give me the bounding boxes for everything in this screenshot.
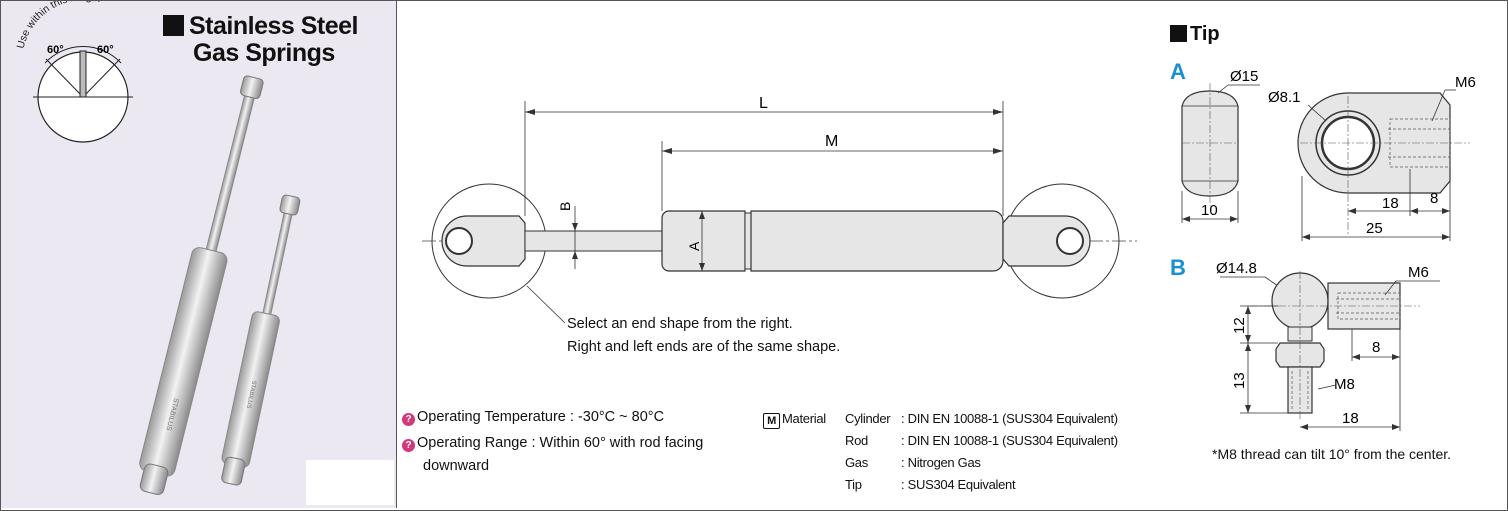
tip-a-dia-15: Ø15 — [1230, 68, 1258, 85]
tip-a-width-8: 8 — [1430, 190, 1438, 207]
dim-M-label: M — [825, 133, 838, 150]
tip-a-width-25: 25 — [1366, 220, 1383, 237]
dimension-drawing-panel: L M B A Select an — [397, 1, 1159, 508]
note-icon: ? — [402, 439, 415, 452]
material-label-text: Material — [782, 411, 826, 426]
dim-L-label: L — [759, 95, 768, 112]
tip-b-height-13: 13 — [1231, 372, 1248, 389]
operating-temperature-text: Operating Temperature : -30°C ~ 80°C — [417, 409, 665, 425]
tip-a-width-10: 10 — [1201, 202, 1218, 219]
material-row-tip-part: Tip — [845, 477, 862, 492]
tip-title: Tip — [1170, 23, 1220, 46]
tip-b-thread-m6: M6 — [1408, 264, 1429, 281]
tip-title-square-marker — [1170, 25, 1187, 42]
end-shape-note-1: Select an end shape from the right. — [567, 316, 793, 332]
tip-type-a-letter: A — [1170, 59, 1186, 84]
tip-drawings: Ø15 10 Ø8.1 M6 — [1181, 68, 1476, 431]
angle-range-diagram: Use within this range. 60° 60° STABILUS … — [15, 1, 301, 495]
tip-a-width-18: 18 — [1382, 195, 1399, 212]
material-row-rod-part: Rod — [845, 433, 868, 448]
operating-range-text: Operating Range : Within 60° with rod fa… — [417, 435, 704, 451]
tip-title-text: Tip — [1190, 23, 1220, 45]
product-title: Stainless Steel Gas Springs — [163, 13, 358, 67]
cylinder-label-small: STABILUS — [245, 380, 257, 409]
angle-note-text: Use within this range. — [15, 1, 103, 50]
dim-A-label: A — [686, 241, 702, 251]
material-row-cylinder-part: Cylinder — [845, 411, 891, 426]
note-icon: ? — [402, 413, 415, 426]
tip-a-front-view: Ø8.1 M6 18 8 25 — [1268, 74, 1476, 241]
title-square-marker — [163, 15, 184, 36]
tip-panel: Tip A B Ø15 10 — [1160, 1, 1506, 508]
gas-spring-large-image: STABILUS — [139, 75, 264, 495]
product-image-panel: Use within this range. 60° 60° STABILUS … — [1, 1, 397, 508]
operating-range-continued: downward — [423, 458, 490, 474]
angle-right-label: 60° — [97, 44, 114, 56]
title-line-1: Stainless Steel — [189, 12, 358, 40]
material-row-gas-part: Gas — [845, 455, 868, 470]
material-icon: M — [763, 413, 780, 429]
dim-B-label: B — [557, 202, 573, 211]
material-row-cylinder-value: : DIN EN 10088-1 (SUS304 Equivalent) — [901, 411, 1118, 426]
tip-b-height-12: 12 — [1231, 317, 1248, 334]
operating-range: ?Operating Range : Within 60° with rod f… — [402, 433, 703, 454]
tip-b-thread-m8: M8 — [1334, 376, 1355, 393]
material-row-tip-value: : SUS304 Equivalent — [901, 477, 1016, 492]
angle-left-label: 60° — [47, 44, 64, 56]
operating-temperature: ?Operating Temperature : -30°C ~ 80°C — [402, 407, 664, 428]
tip-b-width-18: 18 — [1342, 410, 1359, 427]
tip-a-thread-m6: M6 — [1455, 74, 1476, 91]
tip-footnote: *M8 thread can tilt 10° from the center. — [1212, 446, 1452, 462]
blank-area — [306, 460, 394, 505]
tip-type-b-letter: B — [1170, 255, 1186, 280]
title-line-2: Gas Springs — [193, 39, 335, 67]
gas-spring-drawing: L M B A — [422, 95, 1137, 324]
gas-spring-small-image: STABILUS — [221, 194, 301, 486]
tip-b-width-8: 8 — [1372, 339, 1380, 356]
tip-b-dia-14-8: Ø14.8 — [1216, 260, 1257, 277]
tip-a-dia-8-1: Ø8.1 — [1268, 89, 1301, 106]
material-row-gas-value: : Nitrogen Gas — [901, 455, 981, 470]
end-shape-note-2: Right and left ends are of the same shap… — [567, 339, 841, 355]
svg-text:Use within this range.: Use within this range. — [15, 1, 103, 50]
tip-a-side-view: Ø15 10 — [1181, 68, 1260, 223]
material-row-rod-value: : DIN EN 10088-1 (SUS304 Equivalent) — [901, 433, 1118, 448]
tip-b-ball-joint-view: Ø14.8 M6 12 13 — [1216, 260, 1440, 431]
